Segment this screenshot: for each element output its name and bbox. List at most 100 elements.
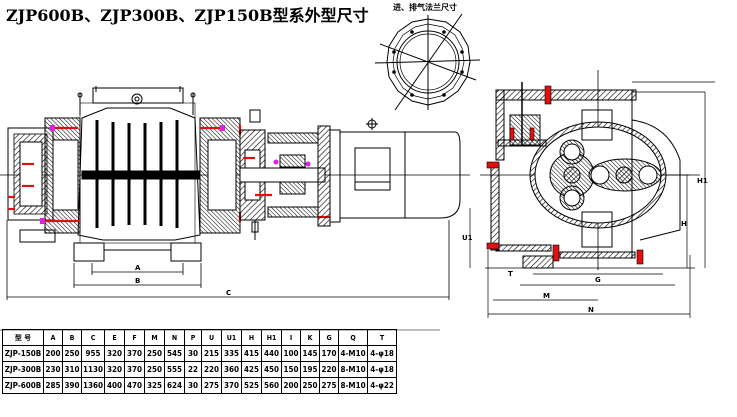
top-box (495, 89, 637, 101)
table-header-cell: E (104, 329, 126, 346)
dimension-cell: 545 (164, 345, 186, 362)
dimension-cell: 310 (62, 361, 82, 378)
dim-label-a: A (135, 264, 141, 272)
dimension-cell: 100 (281, 345, 302, 362)
dimension-cell: 4-φ18 (367, 361, 398, 378)
side-view (0, 86, 470, 300)
dimension-cell: 1130 (80, 361, 106, 378)
dimension-cell: 400 (104, 377, 126, 394)
dim-label-t: T (508, 270, 513, 278)
dimension-cell: 215 (201, 345, 223, 362)
table-header-cell: N (164, 329, 186, 346)
motor-flange (317, 125, 331, 227)
dimension-cell: 525 (241, 377, 263, 394)
foot-left (73, 242, 105, 262)
dimension-cell: 335 (221, 345, 243, 362)
dimension-lines-end (469, 81, 715, 318)
dim-label-h1: H1 (697, 177, 708, 185)
table-header-cell: K (300, 329, 321, 346)
dimension-cell: 150 (281, 361, 302, 378)
table-header-cell: T (367, 329, 398, 346)
table-header-cell: U (201, 329, 223, 346)
motor-body (339, 131, 461, 219)
top-valve (249, 109, 261, 123)
dimension-cell: 4-φ22 (367, 377, 398, 394)
dimension-cell: 560 (261, 377, 283, 394)
model-cell: ZJP-300B (2, 361, 44, 378)
dimension-cell: 1360 (80, 377, 106, 394)
dimension-cell: 250 (144, 345, 166, 362)
dimension-cell: 285 (43, 377, 63, 394)
dimension-cell: 4-φ18 (367, 345, 398, 362)
end-view-bolts (486, 85, 644, 265)
drive-shaft (239, 167, 326, 183)
dimension-cell: 275 (201, 377, 223, 394)
dimension-cell: 360 (221, 361, 243, 378)
table-header-cell: P (184, 329, 203, 346)
dimension-cell: 425 (241, 361, 263, 378)
dimension-cell: 624 (164, 377, 186, 394)
table-header-cell: C (80, 329, 106, 346)
flange-view (374, 13, 481, 111)
dimension-cell: 220 (201, 361, 223, 378)
model-cell: ZJP-600B (2, 377, 44, 394)
dim-label-n: N (588, 306, 594, 314)
dim-label-h: H (681, 220, 687, 228)
dimension-cell: 370 (124, 345, 146, 362)
dimension-cell: 470 (124, 377, 146, 394)
dimension-cell: 275 (319, 377, 340, 394)
rotor-casing (77, 107, 201, 241)
dimension-cell: 320 (104, 345, 126, 362)
table-header-cell: H (241, 329, 263, 346)
dim-label-c: C (226, 289, 231, 297)
dimension-lines-side (6, 220, 450, 300)
dimension-cell: 30 (184, 377, 203, 394)
flange-dimensions-label: 进、排气法兰尺寸 (393, 3, 457, 12)
dim-label-b: B (135, 277, 140, 285)
dimension-cell: 370 (124, 361, 146, 378)
dimension-cell: 370 (221, 377, 243, 394)
dimension-cell: 8-M10 (338, 361, 369, 378)
dimension-cell: 8-M10 (338, 377, 369, 394)
dimension-cell: 195 (300, 361, 321, 378)
side-housing (490, 164, 500, 251)
table-header-cell: A (43, 329, 63, 346)
dimension-cell: 22 (184, 361, 203, 378)
dimension-cell: 320 (104, 361, 126, 378)
table-header-cell: M (144, 329, 166, 346)
dim-label-g: G (595, 276, 601, 284)
foot-right (170, 242, 202, 262)
inlet-port (131, 93, 143, 105)
table-header-cell: H1 (261, 329, 283, 346)
dim-label-m: M (543, 292, 550, 300)
dimension-cell: 440 (261, 345, 283, 362)
end-foot (522, 255, 554, 269)
table-header-cell: U1 (221, 329, 243, 346)
dimension-cell: 145 (300, 345, 321, 362)
motor-terminal-box (354, 147, 391, 191)
table-header-cell: 型 号 (2, 329, 44, 346)
page-title: ZJP600B、ZJP300B、ZJP150B型系外型尺寸 (6, 6, 369, 25)
table-header-cell: Q (338, 329, 369, 346)
model-cell: ZJP-150B (2, 345, 44, 362)
rotor-left (549, 139, 595, 211)
dimension-cell: 220 (319, 361, 340, 378)
dimension-cell: 325 (144, 377, 166, 394)
dimension-cell: 250 (62, 345, 82, 362)
end-view (469, 70, 715, 318)
dimension-cell: 415 (241, 345, 263, 362)
table-header-cell: G (319, 329, 340, 346)
bolts-left (40, 125, 55, 224)
dimension-cell: 230 (43, 361, 63, 378)
dimension-cell: 555 (164, 361, 186, 378)
dimension-cell: 200 (281, 377, 302, 394)
dimension-cell: 450 (261, 361, 283, 378)
dimension-cell: 250 (144, 361, 166, 378)
dimension-cell: 250 (300, 377, 321, 394)
